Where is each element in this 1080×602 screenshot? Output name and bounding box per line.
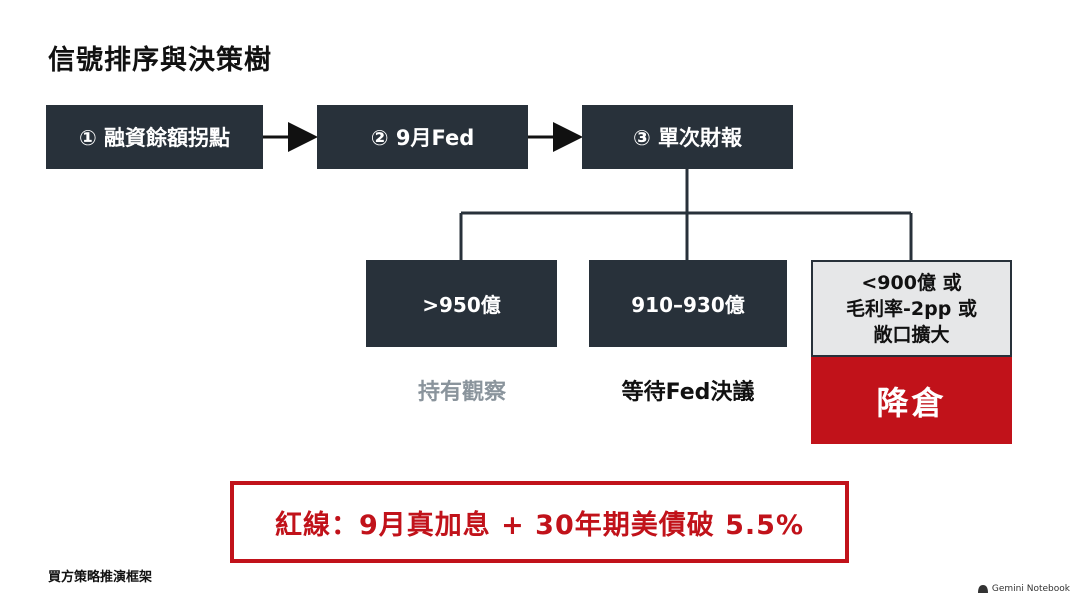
footer-caption: 買方策略推演框架 [48,570,153,585]
branch-condition-high: >950億 [366,260,557,347]
step-label: ① 融資餘額拐點 [78,126,231,150]
red-line-warning: 紅線：9月真加息 + 30年期美債破 5.5% [230,481,849,563]
brand-watermark: Gemini Notebook [977,584,1070,594]
step-earnings-report: ③ 單次財報 [582,105,793,169]
outcome-hold-observe: 持有觀察 [417,380,506,405]
condition-label: 910–930億 [631,293,745,317]
outcome-wait-fed: 等待Fed決議 [621,380,755,405]
condition-line: <900億 或 [861,271,962,294]
step-margin-balance: ① 融資餘額拐點 [46,105,263,169]
brand-label: Gemini Notebook [991,584,1070,594]
red-line-text: 紅線：9月真加息 + 30年期美債破 5.5% [274,509,805,541]
step-label: ② 9月Fed [370,126,475,150]
branch-condition-low: <900億 或 毛利率-2pp 或 敞口擴大 [811,260,1012,357]
step-label: ③ 單次財報 [632,126,743,150]
notebook-icon [977,585,988,593]
outcome-reduce-position: 降倉 [811,357,1012,444]
condition-label: >950億 [422,293,501,317]
branch-condition-mid: 910–930億 [589,260,787,347]
page-title: 信號排序與決策樹 [48,45,272,76]
step-september-fed: ② 9月Fed [317,105,528,169]
condition-line: 敞口擴大 [873,323,950,346]
condition-line: 毛利率-2pp 或 [846,297,977,320]
